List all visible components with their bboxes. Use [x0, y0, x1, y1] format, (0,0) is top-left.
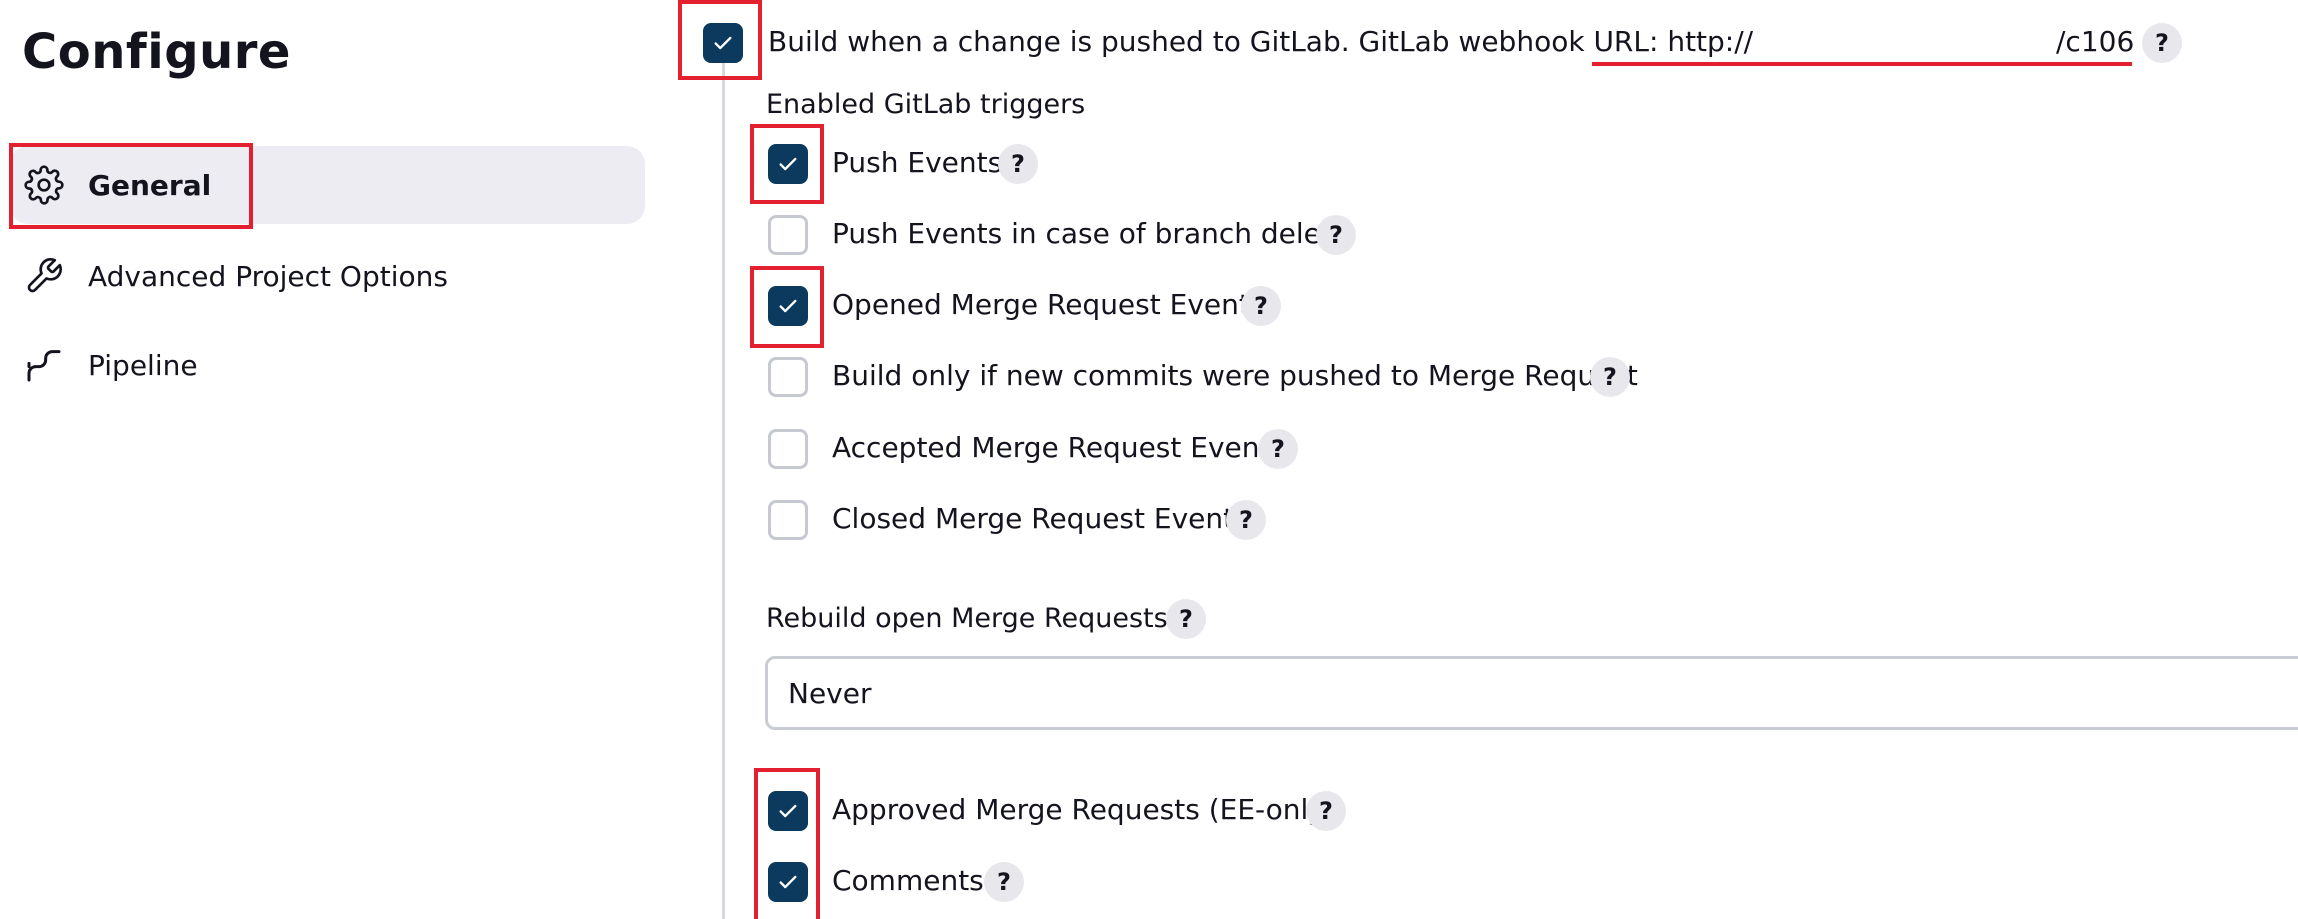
wrench-icon: [22, 254, 66, 298]
sidebar-item-label: Advanced Project Options: [88, 259, 448, 293]
section-divider: [722, 62, 725, 919]
checkmark-icon: [779, 875, 797, 889]
approved-merge-requests-label: Approved Merge Requests (EE-only): [832, 793, 1336, 826]
push-events-branch-delete-label: Push Events in case of branch delete: [832, 217, 1350, 250]
checkmark-icon: [714, 36, 732, 50]
sidebar-item-label: Pipeline: [88, 348, 198, 382]
push-events-branch-delete-checkbox[interactable]: [768, 215, 808, 255]
webhook-url-end: /c106: [2056, 25, 2135, 58]
rebuild-select-value: Never: [788, 676, 872, 710]
url-underline-highlight: [1592, 62, 2132, 66]
help-icon[interactable]: ?: [1590, 357, 1630, 397]
help-icon[interactable]: ?: [1226, 500, 1266, 540]
checkmark-icon: [779, 804, 797, 818]
help-icon[interactable]: ?: [1258, 429, 1298, 469]
help-icon[interactable]: ?: [1241, 286, 1281, 326]
sidebar-item-advanced-project-options[interactable]: Advanced Project Options: [10, 237, 645, 315]
opened-merge-request-checkbox[interactable]: [768, 286, 808, 326]
closed-merge-request-checkbox[interactable]: [768, 500, 808, 540]
closed-merge-request-label: Closed Merge Request Events: [832, 502, 1249, 535]
push-events-label: Push Events: [832, 146, 1003, 179]
approved-merge-requests-checkbox[interactable]: [768, 791, 808, 831]
page-title: Configure: [22, 24, 291, 80]
sidebar-item-label: General: [88, 168, 212, 202]
rebuild-label: Rebuild open Merge Requests: [766, 603, 1168, 634]
help-icon[interactable]: ?: [998, 144, 1038, 184]
help-icon[interactable]: ?: [1306, 791, 1346, 831]
sidebar-item-pipeline[interactable]: Pipeline: [10, 326, 645, 404]
webhook-url-start: http://: [1667, 25, 1754, 58]
sidebar-item-general[interactable]: General: [10, 146, 645, 224]
accepted-merge-request-checkbox[interactable]: [768, 429, 808, 469]
build-on-push-label: Build when a change is pushed to GitLab.…: [768, 25, 1754, 58]
comments-checkbox[interactable]: [768, 862, 808, 902]
rebuild-select[interactable]: Never: [765, 656, 2298, 730]
accepted-merge-request-label: Accepted Merge Request Events: [832, 431, 1286, 464]
build-on-push-checkbox[interactable]: [703, 23, 743, 63]
build-only-new-commits-checkbox[interactable]: [768, 357, 808, 397]
help-icon[interactable]: ?: [2142, 23, 2182, 63]
help-icon[interactable]: ?: [1316, 215, 1356, 255]
comments-label: Comments: [832, 864, 984, 897]
build-only-new-commits-label: Build only if new commits were pushed to…: [832, 359, 1638, 392]
push-events-checkbox[interactable]: [768, 144, 808, 184]
triggers-heading: Enabled GitLab triggers: [766, 89, 1086, 120]
pipeline-icon: [22, 343, 66, 387]
checkmark-icon: [779, 299, 797, 313]
opened-merge-request-label: Opened Merge Request Events: [832, 288, 1265, 321]
gear-icon: [22, 163, 66, 207]
checkmark-icon: [779, 157, 797, 171]
help-icon[interactable]: ?: [1166, 599, 1206, 639]
help-icon[interactable]: ?: [984, 862, 1024, 902]
